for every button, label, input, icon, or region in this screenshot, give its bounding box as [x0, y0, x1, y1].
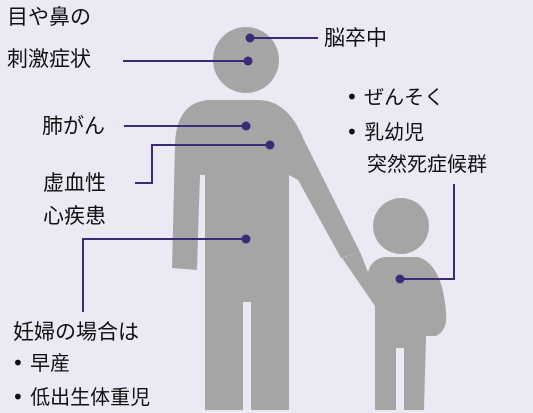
eye-nose-label-line1: 目や鼻の	[7, 5, 91, 29]
pregnant-label: 妊婦の場合は	[13, 320, 139, 344]
low-birth-weight-label: 低出生体重児	[30, 385, 151, 409]
sids-bullet: •	[346, 120, 358, 144]
ihd-dot	[265, 140, 275, 150]
adult-figure	[172, 27, 360, 410]
premature-bullet: •	[12, 351, 24, 375]
anchor-dots	[241, 33, 405, 284]
sids-label-line1: 乳幼児	[364, 120, 425, 144]
child-figure	[342, 198, 447, 410]
adult-body	[172, 100, 360, 410]
child-body	[342, 252, 447, 410]
premature-item: • 早産	[12, 350, 70, 376]
low-birth-weight-item: • 低出生体重児	[12, 384, 150, 410]
ihd-label-line2: 心疾患	[43, 204, 106, 228]
asthma-label: ぜんそく	[364, 85, 445, 109]
low-birth-weight-bullet: •	[12, 385, 24, 409]
asthma-bullet: •	[346, 85, 358, 109]
eye-nose-label-line2: 刺激症状	[7, 47, 91, 71]
eye-nose-dot	[243, 56, 253, 66]
ihd-label-line1: 虚血性	[43, 171, 106, 195]
sids-dot	[395, 274, 405, 284]
sids-item: • 乳幼児	[346, 119, 424, 145]
lung-cancer-label: 肺がん	[42, 114, 105, 138]
pregnant-dot	[241, 234, 251, 244]
stroke-label: 脳卒中	[324, 26, 387, 50]
asthma-item: • ぜんそく	[346, 84, 444, 110]
stroke-dot	[245, 33, 255, 43]
premature-label: 早産	[30, 351, 71, 375]
sids-line	[400, 184, 455, 280]
sids-label-line2: 突然死症候群	[367, 152, 487, 176]
pregnant-line	[82, 238, 246, 312]
ihd-line	[135, 144, 270, 184]
lung-cancer-dot	[241, 121, 251, 131]
child-head	[373, 198, 429, 254]
leader-lines	[82, 37, 455, 312]
